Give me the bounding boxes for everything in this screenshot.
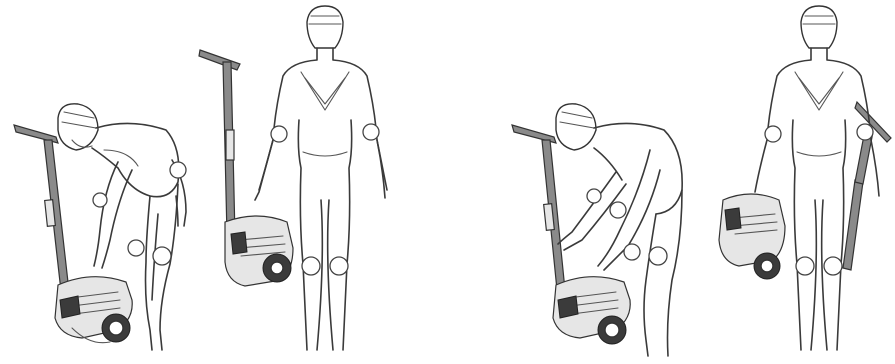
- leg-front: [644, 214, 656, 356]
- left-knee-joint: [796, 257, 814, 275]
- right-elbow-joint: [857, 124, 873, 140]
- right-forearm: [377, 140, 385, 198]
- scooter-stem-folded: [843, 180, 863, 270]
- chest-v-inner: [799, 78, 839, 104]
- left-elbow-joint: [271, 126, 287, 142]
- figure-bend-grip: [0, 0, 210, 364]
- leg-back: [160, 184, 178, 350]
- waist-line: [303, 152, 347, 156]
- elbow-joint: [93, 193, 107, 207]
- torso-front: [594, 148, 622, 180]
- figure-carry: [705, 0, 895, 364]
- left-leg: [792, 120, 801, 350]
- torso: [92, 123, 179, 196]
- left-side: [259, 48, 317, 190]
- hip-joint: [624, 244, 640, 260]
- elbow-joint-2: [587, 189, 601, 203]
- scooter-wheel-hub: [761, 260, 773, 272]
- chest-v-inner: [305, 78, 345, 104]
- leg-back: [668, 190, 683, 356]
- inner-left-leg: [317, 200, 322, 350]
- right-side: [333, 48, 387, 190]
- hip-joint: [128, 240, 144, 256]
- right-elbow-joint: [363, 124, 379, 140]
- left-elbow-joint: [765, 126, 781, 142]
- knee-joint: [649, 247, 667, 265]
- right-arm: [94, 162, 118, 266]
- scooter-footpad: [558, 296, 578, 318]
- scooter-footpad: [231, 232, 247, 254]
- right-knee-joint: [330, 257, 348, 275]
- elbow-joint: [610, 202, 626, 218]
- scooter-footpad: [60, 296, 80, 318]
- right-leg: [343, 120, 352, 350]
- person-standing: [255, 6, 387, 350]
- right-arm-inner: [102, 170, 132, 268]
- scooter-upright: [199, 50, 293, 286]
- inner-left-leg: [811, 200, 816, 350]
- leg-front: [146, 196, 153, 350]
- scooter-wheel-hub: [109, 321, 123, 335]
- right-knee-joint: [824, 257, 842, 275]
- inner-right-leg: [328, 200, 333, 350]
- figure-bend-lift: [500, 0, 700, 364]
- shoulder-joint: [170, 162, 186, 178]
- helmet: [801, 6, 837, 48]
- left-leg: [298, 120, 307, 350]
- scooter-tilted: [512, 125, 630, 344]
- scooter-stem-grip: [226, 130, 234, 160]
- torso: [594, 123, 682, 214]
- left-knee-joint: [302, 257, 320, 275]
- left-side: [755, 48, 811, 192]
- scooter-wheel-hub: [605, 323, 619, 337]
- inner-right-leg: [822, 200, 827, 350]
- collar-line: [104, 150, 138, 166]
- helmet: [307, 6, 343, 48]
- scooter-tilted: [14, 125, 132, 343]
- waist-line: [797, 152, 841, 156]
- scooter-footpad: [725, 208, 741, 230]
- knee-joint: [153, 247, 171, 265]
- figure-stand-beside: [195, 0, 395, 364]
- right-leg: [837, 120, 846, 350]
- scooter-handlebar: [199, 50, 240, 70]
- scooter-wheel-hub: [271, 262, 283, 274]
